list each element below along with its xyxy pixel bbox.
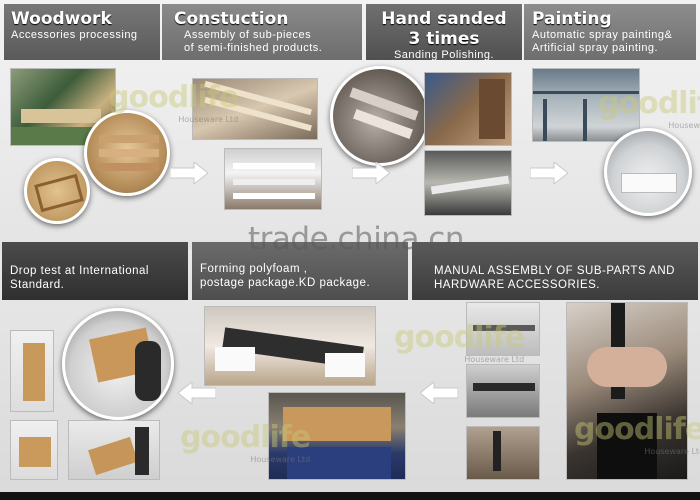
step-painting-line2: Artificial spray painting. <box>532 42 659 54</box>
step-construction-line2: of semi-finished products. <box>184 42 323 54</box>
kd-package-photo <box>268 392 406 480</box>
spray-painting-line-photo <box>532 68 640 142</box>
step-construction-header: Constuction Assembly of sub-pieces of se… <box>162 4 362 60</box>
step-construction-title: Constuction <box>174 9 289 29</box>
construction-assembly-photo <box>192 78 318 140</box>
wood-stack-circle-photo <box>24 158 90 224</box>
bottom-border <box>0 492 700 500</box>
drop-test-circle-photo <box>62 308 174 420</box>
step-woodwork-subtitle: Accessories processing <box>11 29 138 41</box>
step-painting-header: Painting Automatic spray painting& Artif… <box>524 4 696 60</box>
step-sanding-subtitle: Sanding Polishing. <box>393 49 495 60</box>
step-sanding-header: Hand sanded 3 times Sanding Polishing. <box>366 4 522 60</box>
step-drop-test-line2: Standard. <box>10 279 65 291</box>
sanding-workshop-photo <box>424 72 512 146</box>
polyfoam-packing-photo <box>204 306 376 386</box>
construction-frames-photo <box>224 148 322 210</box>
spray-painting-circle-photo <box>604 128 692 216</box>
assembly-hardware-photo <box>466 364 540 418</box>
arrow-right-icon <box>170 162 208 184</box>
wood-pieces-circle-photo <box>84 110 170 196</box>
arrow-left-icon <box>420 382 458 404</box>
arrow-left-icon <box>178 382 216 404</box>
sanding-polishing-photo <box>424 150 512 216</box>
step-assembly-header: MANUAL ASSEMBLY OF SUB-PARTS AND HARDWAR… <box>412 242 698 300</box>
step-painting-line1: Automatic spray painting& <box>532 29 673 41</box>
step-sanding-title-line2: 3 times <box>408 29 480 49</box>
step-construction-line1: Assembly of sub-pieces <box>184 29 312 41</box>
step-woodwork-header: Woodwork Accessories processing <box>4 4 160 60</box>
manual-assembly-photo <box>566 302 688 480</box>
step-assembly-line2: HARDWARE ACCESSORIES. <box>434 279 600 291</box>
assembly-parts-photo <box>466 302 540 356</box>
step-packing-header: Forming polyfoam , postage package.KD pa… <box>192 242 408 300</box>
assembly-drill-photo <box>466 426 540 480</box>
arrow-right-icon <box>530 162 568 184</box>
drop-test-floor-photo <box>68 420 160 480</box>
site-watermark: trade.china.cn <box>248 221 465 257</box>
drop-test-side-photo <box>10 420 58 480</box>
step-painting-title: Painting <box>532 9 612 29</box>
drop-test-box-photo <box>10 330 54 412</box>
step-woodwork-title: Woodwork <box>11 9 112 29</box>
step-packing-line1: Forming polyfoam , <box>200 263 308 275</box>
step-sanding-title-line1: Hand sanded <box>381 9 507 29</box>
hand-sanding-circle-photo <box>330 66 430 166</box>
arrow-right-icon <box>352 162 390 184</box>
step-drop-test-header: Drop test at International Standard. <box>2 242 188 300</box>
step-assembly-line1: MANUAL ASSEMBLY OF SUB-PARTS AND <box>434 265 675 277</box>
step-packing-line2: postage package.KD package. <box>200 277 371 289</box>
step-drop-test-line1: Drop test at International <box>10 265 149 277</box>
